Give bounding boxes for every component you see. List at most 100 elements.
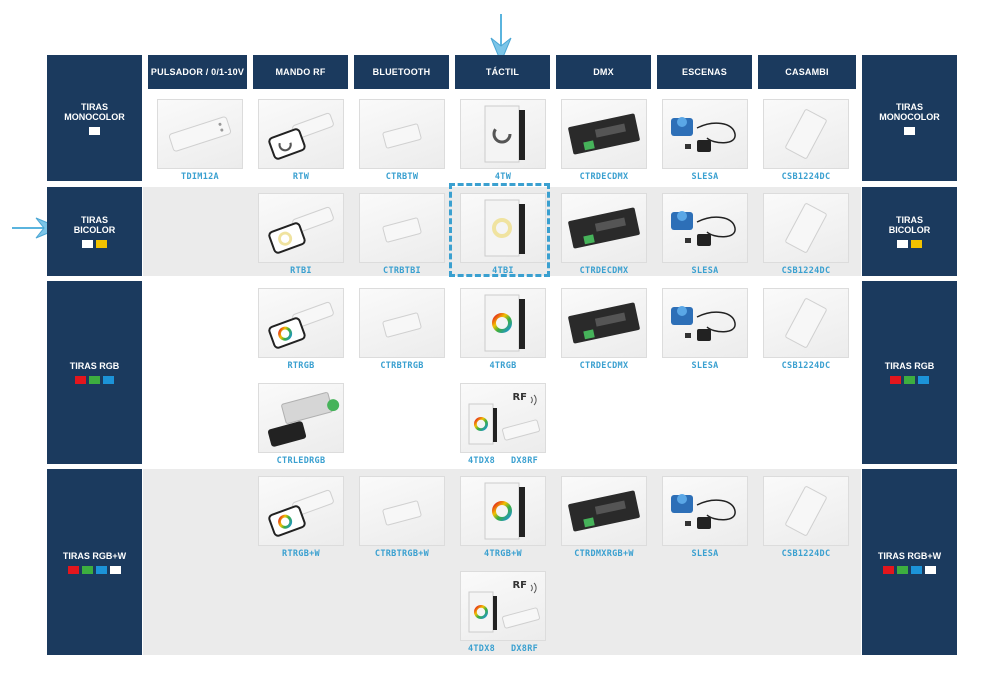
product-card[interactable]: TDIM12A xyxy=(157,99,243,182)
product-card[interactable]: RTW xyxy=(258,99,344,182)
product-image xyxy=(258,99,344,169)
product-image xyxy=(561,99,647,169)
product-image xyxy=(258,288,344,358)
product-card[interactable]: CSB1224DC xyxy=(763,193,849,276)
product-code: CTRBTW xyxy=(385,172,419,182)
product-image xyxy=(460,193,546,263)
product-code: RTW xyxy=(292,172,310,182)
product-illustration xyxy=(268,206,334,254)
product-image xyxy=(460,99,546,169)
product-illustration xyxy=(568,490,640,532)
product-code: SLESA xyxy=(691,172,719,182)
product-illustration xyxy=(785,298,827,348)
product-illustration xyxy=(484,105,525,163)
color-swatches xyxy=(89,126,100,135)
product-illustration xyxy=(468,582,540,633)
product-code: 4TW xyxy=(494,172,512,182)
row-label-line1: TIRAS RGB xyxy=(884,361,935,371)
product-image xyxy=(460,288,546,358)
product-card[interactable]: CSB1224DC xyxy=(763,99,849,182)
row-label-monocolor-left: TIRAS MONOCOLOR xyxy=(47,55,142,181)
product-card[interactable]: CSB1224DC xyxy=(763,288,849,371)
product-card[interactable]: SLESA xyxy=(662,99,748,182)
row-label-monocolor-right: TIRAS MONOCOLOR xyxy=(862,55,957,181)
product-code: 4TDX8 xyxy=(467,644,496,654)
product-card[interactable]: CTRDMXRGB+W xyxy=(561,476,647,559)
product-illustration xyxy=(484,199,525,257)
product-image xyxy=(258,193,344,263)
product-code: CTRDECDMX xyxy=(579,172,629,182)
color-swatch xyxy=(96,240,107,248)
column-header-escenas: ESCENAS xyxy=(657,55,752,89)
product-card[interactable]: SLESA xyxy=(662,193,748,276)
product-code: SLESA xyxy=(691,361,719,371)
product-illustration xyxy=(785,486,827,536)
product-illustration xyxy=(382,123,422,149)
product-card[interactable]: 4TBI xyxy=(460,193,546,276)
color-swatch xyxy=(918,376,929,384)
product-illustration xyxy=(268,301,334,349)
product-card[interactable]: CTRBTW xyxy=(359,99,445,182)
product-code: 4TBI xyxy=(492,266,514,276)
product-image xyxy=(359,476,445,546)
product-card[interactable]: CTRDECDMX xyxy=(561,288,647,371)
row-label-line1: TIRAS xyxy=(81,215,108,225)
color-swatch xyxy=(911,240,922,248)
column-header-dmx: DMX xyxy=(556,55,651,89)
product-card[interactable]: CSB1224DC xyxy=(763,476,849,559)
row-label-rgb-left: TIRAS RGB xyxy=(47,281,142,464)
product-image xyxy=(662,193,748,263)
row-label-bicolor-right: TIRAS BICOLOR xyxy=(862,187,957,276)
product-illustration xyxy=(568,302,640,344)
product-card[interactable]: 4TRGB+W xyxy=(460,476,546,559)
product-image xyxy=(258,383,344,453)
product-card[interactable]: CTRDECDMX xyxy=(561,99,647,182)
product-code: CTRDECDMX xyxy=(579,361,629,371)
product-illustration xyxy=(671,494,736,529)
column-header-mando-rf: MANDO RF xyxy=(253,55,348,89)
product-card[interactable]: RTRGB xyxy=(258,288,344,371)
row-label-rgbw-right: TIRAS RGB+W xyxy=(862,469,957,655)
color-swatches xyxy=(897,240,922,248)
product-card[interactable]: SLESA xyxy=(662,288,748,371)
color-swatches xyxy=(890,376,929,384)
product-image xyxy=(359,99,445,169)
product-image xyxy=(662,476,748,546)
product-image xyxy=(561,288,647,358)
product-card[interactable]: RTRGB+W xyxy=(258,476,344,559)
product-code: SLESA xyxy=(691,549,719,559)
color-swatch xyxy=(75,376,86,384)
product-illustration xyxy=(785,109,827,159)
color-swatch xyxy=(911,565,922,574)
row-label-line1: TIRAS RGB xyxy=(69,361,120,371)
product-card[interactable]: CTRBTRGB xyxy=(359,288,445,371)
product-code: CSB1224DC xyxy=(781,266,831,276)
row-label-line2: MONOCOLOR xyxy=(64,111,125,122)
product-illustration xyxy=(568,207,640,249)
product-card[interactable]: 4TW xyxy=(460,99,546,182)
row-label-line1: TIRAS xyxy=(896,101,923,112)
product-card[interactable]: SLESA xyxy=(662,476,748,559)
color-swatch xyxy=(82,565,93,574)
product-card[interactable]: CTRLEDRGB xyxy=(258,383,344,466)
row-label-rgb-right: TIRAS RGB xyxy=(862,281,957,464)
rf-badge: RF xyxy=(512,580,527,591)
row-label-line1: TIRAS xyxy=(896,215,923,225)
product-card[interactable]: CTRDECDMX xyxy=(561,193,647,276)
product-illustration xyxy=(484,294,525,352)
product-code: CTRDMXRGB+W xyxy=(574,549,634,559)
product-card[interactable]: 4TRGB xyxy=(460,288,546,371)
product-card[interactable]: CTRBTBI xyxy=(359,193,445,276)
product-card[interactable]: CTRBTRGB+W xyxy=(359,476,445,559)
product-code: RTBI xyxy=(290,266,312,276)
product-illustration xyxy=(568,113,640,155)
product-card[interactable]: RTBI xyxy=(258,193,344,276)
product-illustration xyxy=(382,217,422,243)
product-code: RTRGB+W xyxy=(282,549,320,559)
product-code: CTRBTBI xyxy=(383,266,421,276)
product-image xyxy=(763,193,849,263)
product-image xyxy=(763,476,849,546)
product-illustration xyxy=(468,394,540,445)
